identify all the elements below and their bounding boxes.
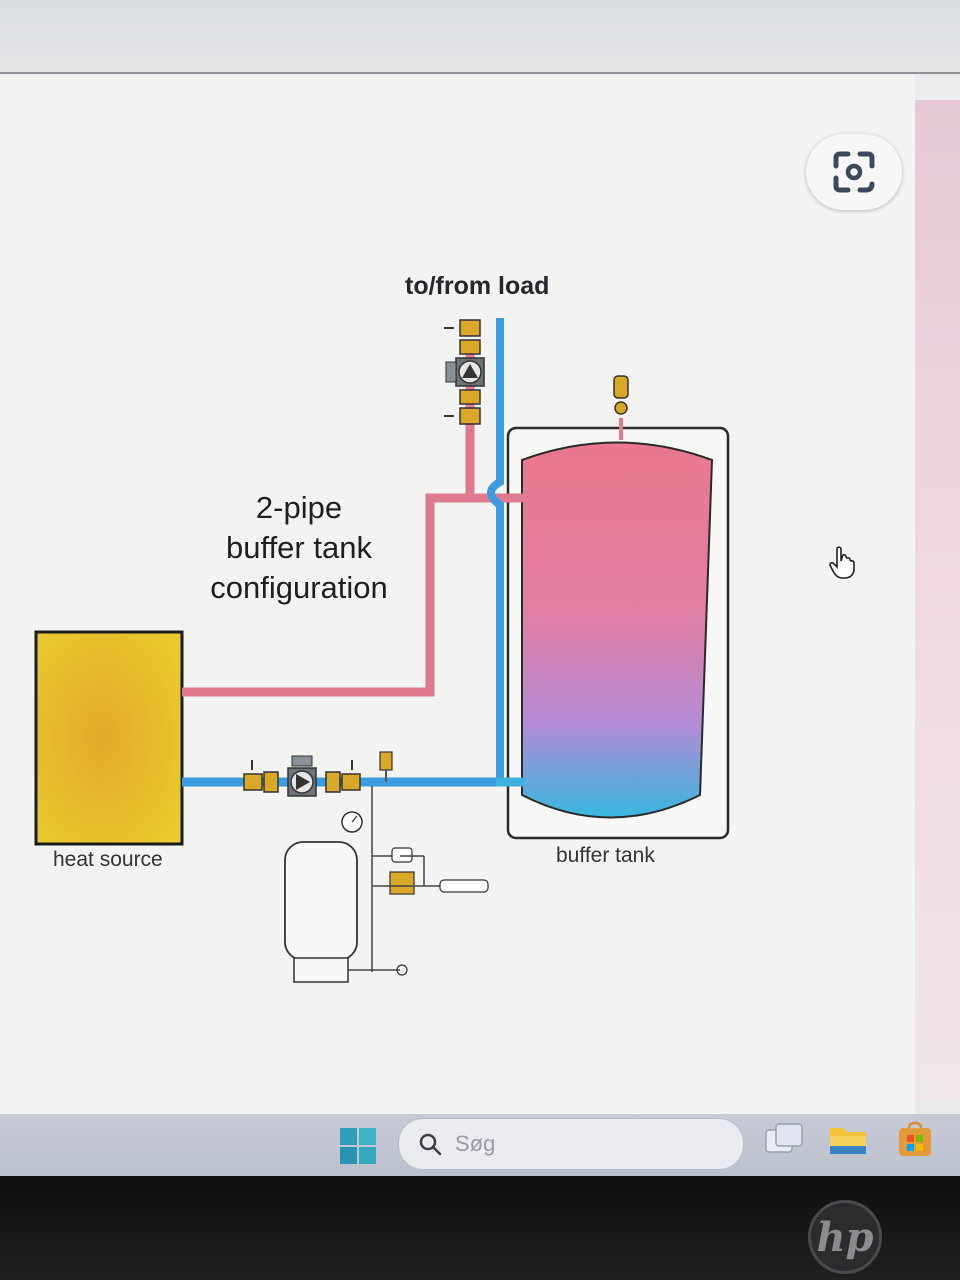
monitor-screen: to/from load 2-pipe buffer tank configur…: [0, 0, 960, 1190]
folder-icon[interactable]: [826, 1120, 870, 1160]
monitor-bezel: [0, 1176, 960, 1280]
hp-logo: hp: [808, 1200, 882, 1274]
google-lens-button[interactable]: [806, 134, 902, 210]
title-line-2: buffer tank: [226, 530, 372, 565]
return-pipe: [487, 318, 504, 778]
windows-start-icon[interactable]: [338, 1126, 378, 1166]
task-view-icon[interactable]: [762, 1120, 806, 1160]
diagram-title: 2-pipe buffer tank configuration: [190, 488, 408, 608]
pressure-reducing-valve: [389, 871, 415, 895]
heat-source-box: [34, 630, 184, 846]
label-to-from-load: to/from load: [405, 272, 550, 300]
load-circulator: [444, 319, 485, 425]
google-lens-icon: [833, 151, 875, 193]
backflow-preventer: [391, 847, 413, 863]
taskbar-search[interactable]: [398, 1118, 744, 1170]
purge-valve: [379, 751, 393, 771]
search-icon: [419, 1133, 442, 1156]
label-buffer-tank: buffer tank: [556, 844, 655, 867]
title-line-3: configuration: [210, 570, 388, 605]
heat-source-circulator: [243, 755, 361, 797]
buffer-tank-diagram: [34, 318, 730, 983]
fill-valve: [439, 879, 489, 893]
browser-toolbar: [0, 0, 960, 74]
image-viewer: [0, 74, 915, 1114]
hand-cursor-icon: [829, 546, 855, 579]
side-panel-edge: [915, 100, 960, 1100]
search-input[interactable]: [453, 1130, 707, 1158]
title-line-1: 2-pipe: [255, 490, 343, 525]
store-icon[interactable]: [893, 1120, 937, 1160]
air-vent-valve: [613, 375, 629, 399]
expansion-tank: [284, 841, 358, 961]
buffer-tank-body: [521, 441, 714, 819]
label-heat-source: heat source: [53, 848, 163, 871]
